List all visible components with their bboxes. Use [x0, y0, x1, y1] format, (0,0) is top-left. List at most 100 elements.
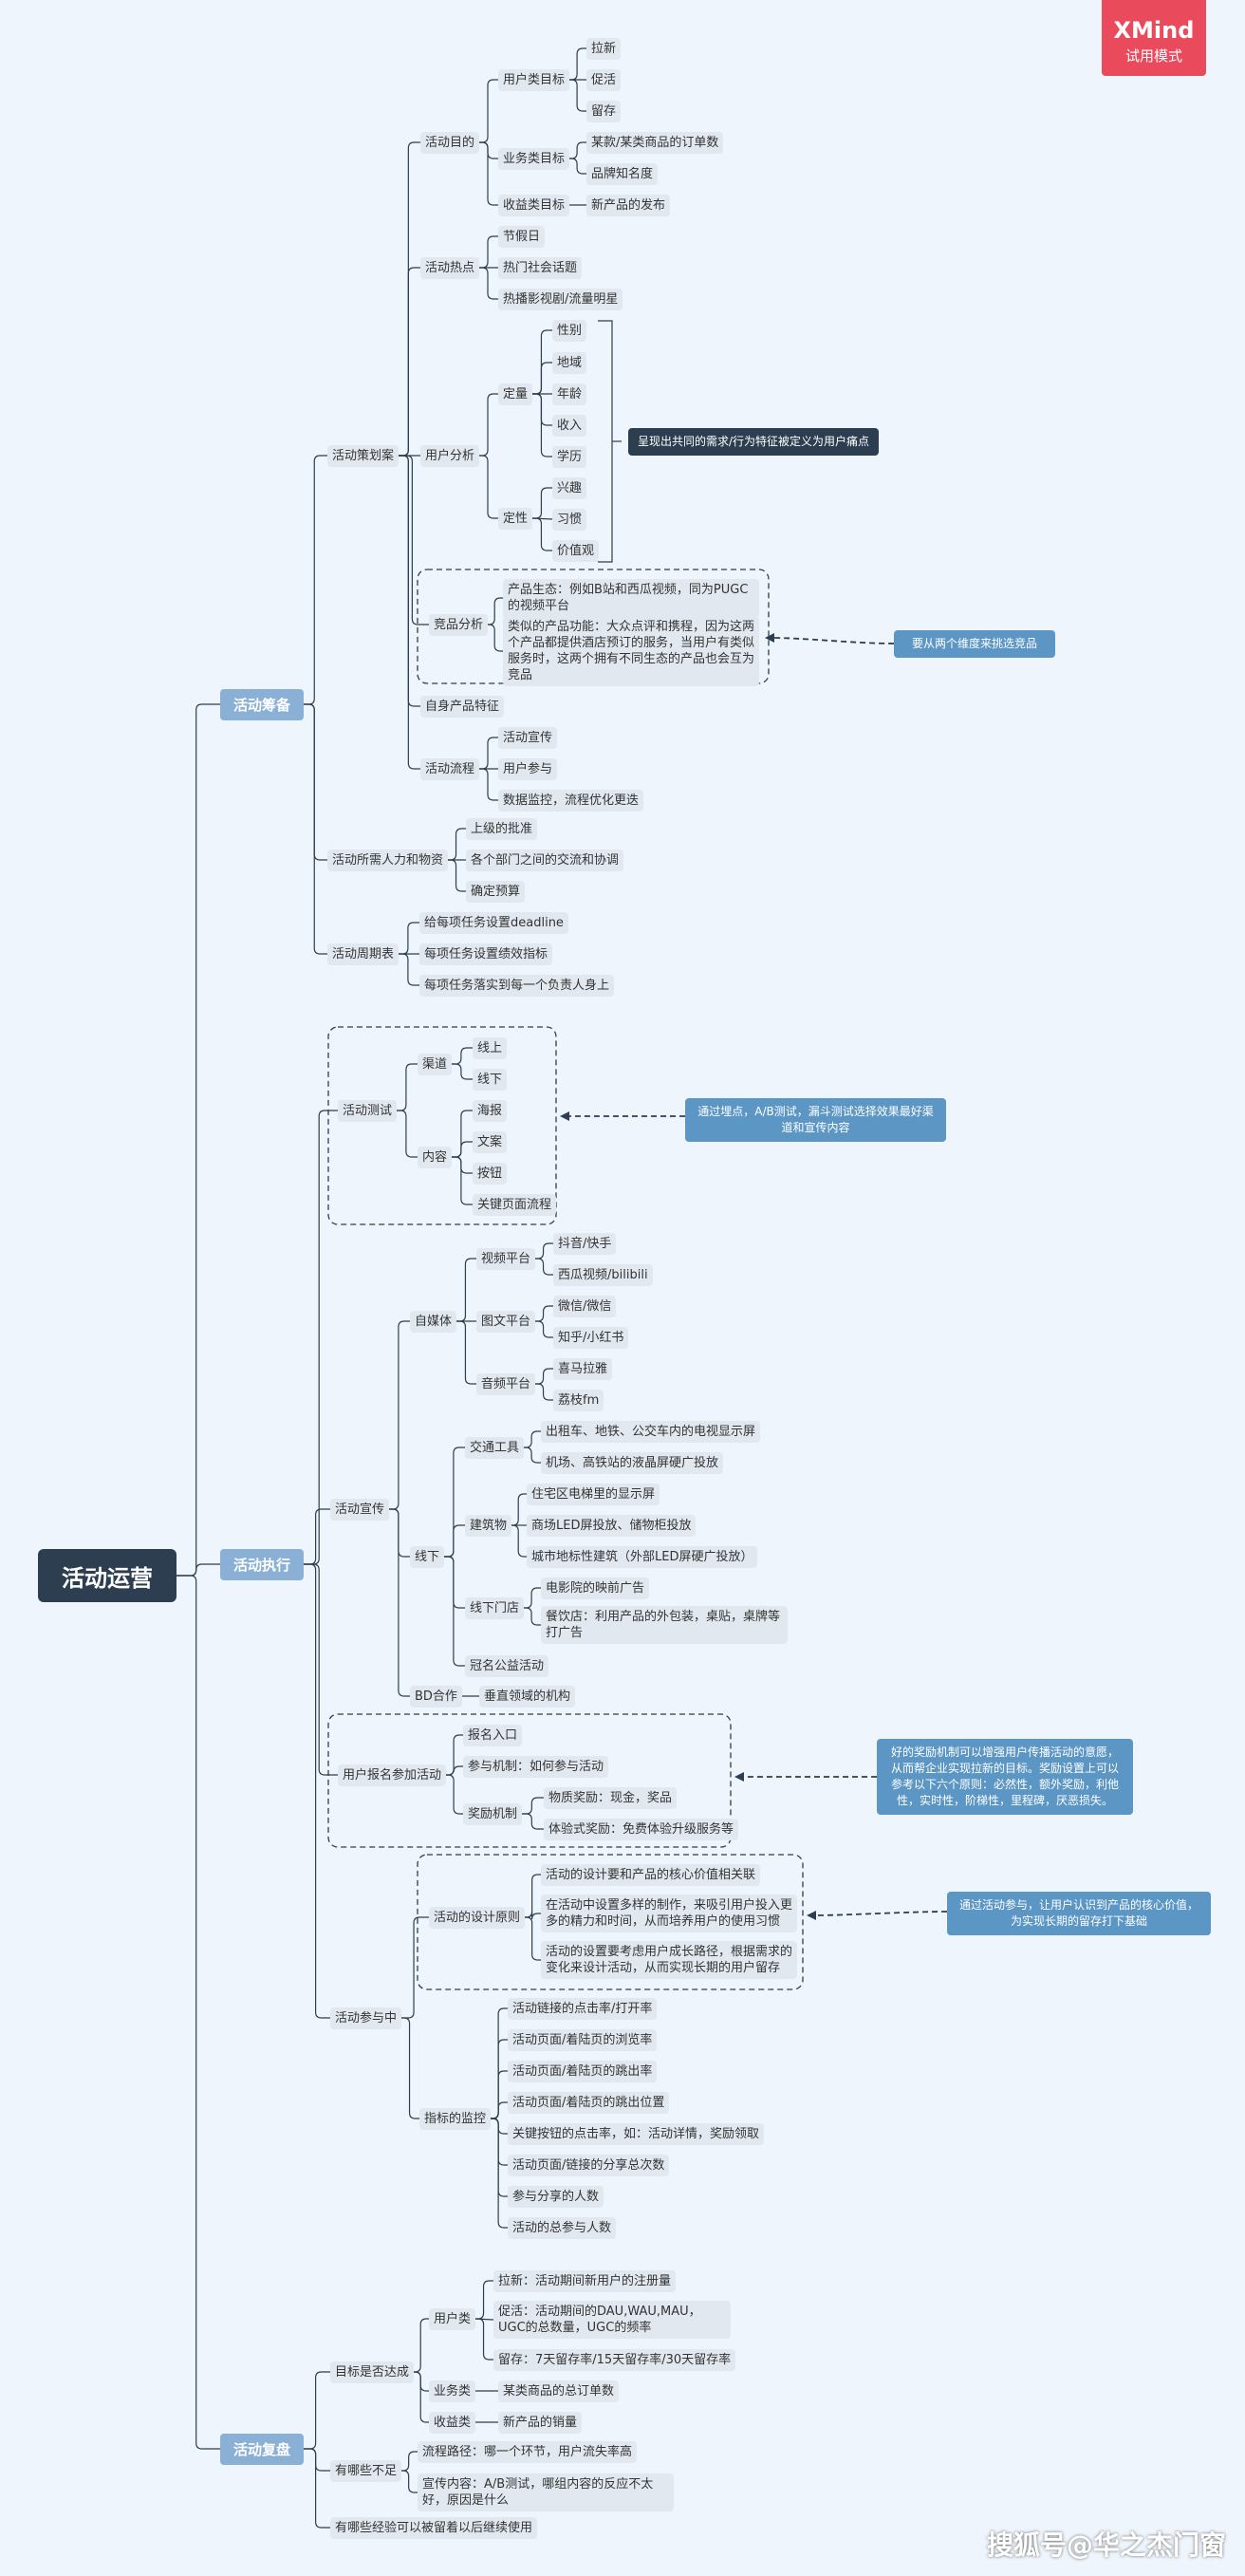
node-userGoal[interactable]: 用户类目标 — [498, 68, 570, 91]
node-channel[interactable]: 渠道 — [418, 1053, 453, 1075]
node-budget[interactable]: 确定预算 — [466, 880, 526, 903]
node-r1[interactable]: 拉新：活动期间新用户的注册量 — [493, 2269, 677, 2292]
node-d2[interactable]: 在活动中设置多样的制作，来吸引用户投入更多的精力和时间，从而培养用户的使用习惯 — [541, 1895, 797, 1932]
node-s2[interactable]: 宣传内容：A/B测试，哪组内容的反应不太好，原因是什么 — [418, 2473, 674, 2511]
node-revType[interactable]: 收益类 — [429, 2411, 476, 2434]
node-r2[interactable]: 促活：活动期间的DAU,WAU,MAU，UGC的总数量，UGC的频率 — [493, 2301, 731, 2339]
node-flowPromo[interactable]: 活动宣传 — [498, 726, 558, 749]
node-poster[interactable]: 海报 — [473, 1099, 508, 1122]
node-lx[interactable]: 拉新 — [586, 37, 622, 60]
node-bizType[interactable]: 业务类 — [429, 2380, 476, 2402]
node-elevator[interactable]: 住宅区电梯里的显示屏 — [527, 1483, 660, 1505]
node-offline[interactable]: 线下 — [473, 1068, 508, 1091]
node-goalMet[interactable]: 目标是否达成 — [330, 2361, 415, 2383]
node-airport[interactable]: 机场、高铁站的液晶屏硬广投放 — [541, 1451, 724, 1474]
node-zhihu[interactable]: 知乎/小红书 — [553, 1326, 629, 1349]
node-entry[interactable]: 报名入口 — [463, 1724, 523, 1746]
node-physical[interactable]: 物质奖励：现金，奖品 — [544, 1786, 678, 1809]
node-interest[interactable]: 兴趣 — [552, 476, 587, 499]
node-brand[interactable]: 品牌知名度 — [586, 162, 659, 185]
node-comp1[interactable]: 产品生态：例如B站和西瓜视频，同为PUGC的视频平台 — [503, 579, 759, 617]
node-video[interactable]: 视频平台 — [476, 1247, 536, 1270]
node-douyin[interactable]: 抖音/快手 — [553, 1232, 617, 1255]
node-lc[interactable]: 留存 — [586, 100, 622, 122]
node-kpi[interactable]: 每项任务设置绩效指标 — [419, 943, 553, 965]
node-imgText[interactable]: 图文平台 — [476, 1310, 536, 1333]
node-revGoal[interactable]: 收益类目标 — [498, 194, 570, 216]
node-shortcomings[interactable]: 有哪些不足 — [330, 2459, 402, 2482]
node-traffic[interactable]: 交通工具 — [465, 1436, 525, 1459]
node-lizhi[interactable]: 荔枝fm — [553, 1389, 604, 1411]
node-flowData[interactable]: 数据监控，流程优化更迭 — [498, 789, 644, 812]
node-gender[interactable]: 性别 — [552, 319, 587, 342]
node-stars[interactable]: 热播影视剧/流量明星 — [498, 288, 623, 310]
node-weibo[interactable]: 微信/微信 — [553, 1295, 617, 1317]
node-design[interactable]: 活动的设计原则 — [429, 1906, 526, 1929]
node-landmark[interactable]: 城市地标性建筑（外部LED屏硬广投放） — [527, 1545, 758, 1568]
node-holiday[interactable]: 节假日 — [498, 225, 546, 248]
node-values[interactable]: 价值观 — [552, 539, 600, 562]
node-exec[interactable]: 活动执行 — [220, 1548, 305, 1580]
node-s1[interactable]: 流程路径：哪一个环节，用户流失率高 — [418, 2440, 638, 2463]
node-cinema[interactable]: 电影院的映前广告 — [541, 1577, 650, 1599]
node-m3[interactable]: 活动页面/着陆页的跳出率 — [508, 2060, 658, 2082]
node-restaurant[interactable]: 餐饮店：利用产品的外包装，桌贴，桌牌等打广告 — [541, 1606, 788, 1644]
node-ddl[interactable]: 给每项任务设置deadline — [419, 911, 568, 934]
node-button[interactable]: 按钮 — [473, 1162, 508, 1185]
node-comp[interactable]: 竞品分析 — [429, 613, 489, 636]
node-flowJoin[interactable]: 用户参与 — [498, 757, 558, 780]
node-orders[interactable]: 某款/某类商品的订单数 — [586, 131, 724, 154]
node-ximalaya[interactable]: 喜马拉雅 — [553, 1357, 613, 1380]
node-review[interactable]: 活动复盘 — [220, 2433, 305, 2465]
node-social[interactable]: 热门社会话题 — [498, 256, 583, 279]
node-building[interactable]: 建筑物 — [465, 1514, 512, 1537]
node-reward[interactable]: 奖励机制 — [463, 1802, 523, 1825]
node-m4[interactable]: 活动页面/着陆页的跳出位置 — [508, 2091, 670, 2114]
node-content[interactable]: 内容 — [418, 1146, 453, 1168]
node-audio[interactable]: 音频平台 — [476, 1372, 536, 1395]
node-m7[interactable]: 参与分享的人数 — [508, 2185, 604, 2208]
node-m1[interactable]: 活动链接的点击率/打开率 — [508, 1997, 658, 2020]
node-store[interactable]: 线下门店 — [465, 1596, 525, 1619]
node-copy[interactable]: 文案 — [473, 1130, 508, 1153]
node-r4[interactable]: 某类商品的总订单数 — [498, 2380, 620, 2402]
node-test[interactable]: 活动测试 — [338, 1099, 398, 1122]
node-prep[interactable]: 活动筹备 — [220, 688, 305, 720]
node-signup[interactable]: 用户报名参加活动 — [338, 1764, 447, 1786]
node-monitor[interactable]: 指标的监控 — [419, 2107, 492, 2130]
node-income[interactable]: 收入 — [552, 414, 587, 437]
node-d3[interactable]: 活动的设置要考虑用户成长路径，根据需求的变化来设计活动，从而实现长期的用户留存 — [541, 1941, 797, 1979]
node-participate[interactable]: 活动参与中 — [330, 2007, 402, 2029]
node-cj[interactable]: 促活 — [586, 68, 622, 91]
node-region[interactable]: 地域 — [552, 351, 587, 374]
node-userAnalysis[interactable]: 用户分析 — [420, 444, 480, 467]
node-purpose[interactable]: 活动目的 — [420, 131, 480, 154]
node-resources[interactable]: 活动所需人力和物资 — [327, 849, 449, 871]
node-lessons[interactable]: 有哪些经验可以被留着以后继续使用 — [330, 2516, 538, 2539]
node-selfMedia[interactable]: 自媒体 — [410, 1310, 457, 1333]
node-m5[interactable]: 关键按钮的点击率，如：活动详情，奖励领取 — [508, 2122, 765, 2145]
node-age[interactable]: 年龄 — [552, 383, 587, 405]
node-m8[interactable]: 活动的总参与人数 — [508, 2216, 617, 2239]
node-xigua[interactable]: 西瓜视频/bilibili — [553, 1263, 653, 1286]
node-mechanism[interactable]: 参与机制：如何参与活动 — [463, 1755, 609, 1778]
node-vertical[interactable]: 垂直领域的机构 — [479, 1685, 576, 1708]
node-comp2[interactable]: 类似的产品功能：大众点评和携程，因为这两个产品都提供酒店预订的服务，当用户有类似… — [503, 616, 759, 686]
node-comm[interactable]: 各个部门之间的交流和协调 — [466, 849, 624, 871]
node-edu[interactable]: 学历 — [552, 445, 587, 468]
node-selfFeat[interactable]: 自身产品特征 — [420, 695, 505, 718]
node-plan[interactable]: 活动策划案 — [327, 444, 400, 467]
node-m2[interactable]: 活动页面/着陆页的浏览率 — [508, 2028, 658, 2051]
node-offlineP[interactable]: 线下 — [410, 1545, 445, 1568]
node-hot[interactable]: 活动热点 — [420, 256, 480, 279]
node-qual[interactable]: 定性 — [498, 507, 533, 530]
node-charity[interactable]: 冠名公益活动 — [465, 1654, 549, 1677]
node-habit[interactable]: 习惯 — [552, 508, 587, 531]
node-keypage[interactable]: 关键页面流程 — [473, 1193, 557, 1216]
node-mall[interactable]: 商场LED屏投放、储物柜投放 — [527, 1514, 697, 1537]
node-approval[interactable]: 上级的批准 — [466, 817, 538, 840]
node-flow[interactable]: 活动流程 — [420, 757, 480, 780]
node-owner[interactable]: 每项任务落实到每一个负责人身上 — [419, 974, 615, 997]
node-promo[interactable]: 活动宣传 — [330, 1498, 390, 1521]
node-experience[interactable]: 体验式奖励：免费体验升级服务等 — [544, 1818, 739, 1840]
